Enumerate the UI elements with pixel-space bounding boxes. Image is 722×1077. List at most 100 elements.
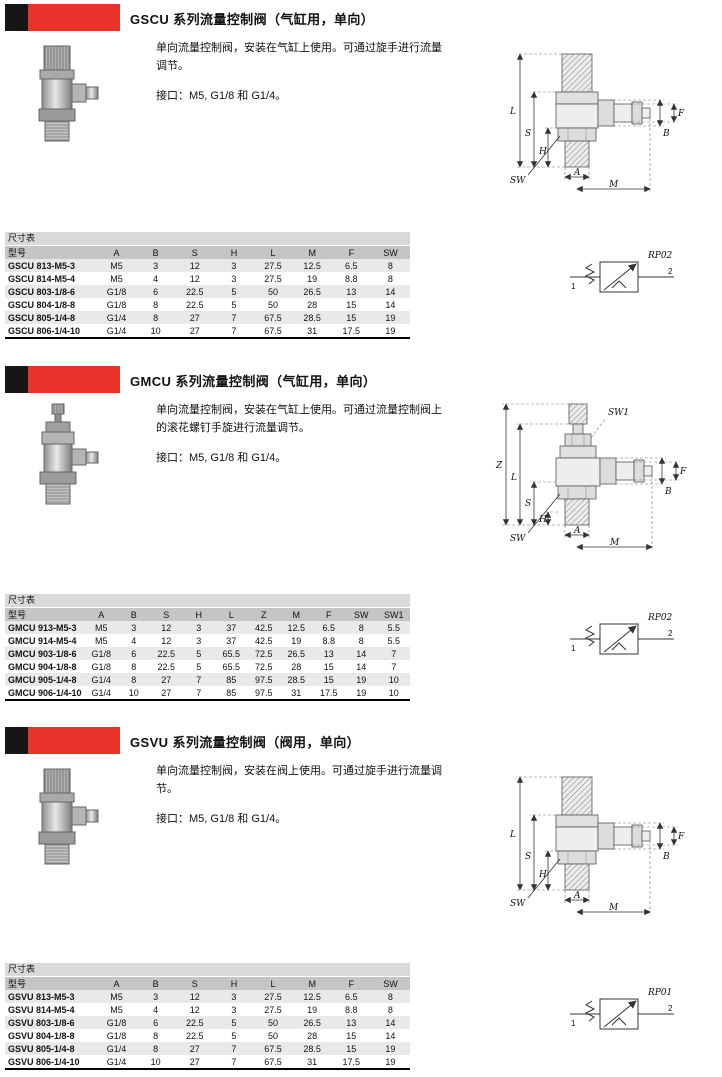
value-cell: 5 — [231, 1017, 237, 1028]
dim-label-M: M — [609, 538, 620, 548]
dim-label-H: H — [538, 147, 547, 157]
ports-text: 接口：M5, G1/8 和 G1/4。 — [156, 813, 287, 826]
symbol-port2: 2 — [668, 267, 673, 276]
value-cell: 12 — [189, 273, 200, 284]
value-cell: 7 — [231, 312, 237, 323]
model-cell: GSVU 813-M5-3 — [8, 991, 75, 1002]
dim-label-L: L — [509, 107, 516, 117]
value-cell: 6 — [131, 648, 137, 659]
value-cell: G1/8 — [106, 299, 127, 310]
value-cell: 22.5 — [157, 661, 176, 672]
value-cell: 72.5 — [254, 648, 273, 659]
value-cell: 17.5 — [319, 687, 338, 698]
value-cell: 7 — [196, 674, 202, 685]
value-cell: 67.5 — [264, 312, 282, 323]
model-cell: GSVU 814-M5-4 — [8, 1004, 75, 1015]
section-banner — [5, 366, 120, 393]
dim-label-Z: Z — [495, 461, 503, 471]
description-text: 单向流量控制阀，安装在气缸上使用。可通过旋手进行流量调节。 — [156, 42, 442, 72]
value-cell: 14 — [385, 299, 396, 310]
value-cell: 65.5 — [222, 648, 241, 659]
dim-label-F: F — [679, 467, 687, 477]
value-cell: G1/8 — [91, 661, 111, 672]
technical-drawing-svg: Z L S H SW SW1 A M B F — [495, 403, 687, 551]
value-cell: 5 — [231, 286, 237, 297]
value-cell: 13 — [346, 1017, 357, 1028]
value-cell: 27.5 — [264, 991, 282, 1002]
value-cell: G1/8 — [106, 1030, 127, 1041]
column-header: L — [228, 609, 234, 620]
value-cell: 31 — [307, 325, 318, 336]
value-cell: 6.5 — [322, 622, 335, 633]
dim-label-SW: SW — [510, 899, 526, 909]
value-cell: 12 — [161, 635, 172, 646]
column-header: 型号 — [8, 610, 27, 620]
value-cell: 12 — [161, 622, 172, 633]
product-photo-image — [38, 45, 99, 142]
value-cell: 42.5 — [254, 635, 273, 646]
value-cell: 50 — [268, 286, 279, 297]
column-header: L — [270, 978, 276, 989]
model-cell: GSVU 805-1/4-8 — [8, 1043, 75, 1054]
value-cell: 19 — [356, 687, 367, 698]
value-cell: 10 — [150, 325, 161, 336]
value-cell: 10 — [150, 1056, 161, 1067]
ports-text: 接口：M5, G1/8 和 G1/4。 — [156, 90, 287, 103]
value-cell: 19 — [385, 1056, 396, 1067]
value-cell: 19 — [291, 635, 302, 646]
model-cell: GMCU 906-1/4-10 — [8, 687, 82, 698]
banner-red-block — [28, 366, 120, 393]
description-text: 单向流量控制阀，安装在气缸上使用。可通过流量控制阀上的滚花螺钉手旋进行流量调节。 — [156, 404, 442, 434]
value-cell: 8 — [387, 273, 393, 284]
ports-text: 接口：M5, G1/8 和 G1/4。 — [156, 452, 287, 465]
model-cell: GMCU 914-M5-4 — [8, 635, 77, 646]
value-cell: 19 — [307, 273, 318, 284]
column-header: M — [308, 978, 316, 989]
value-cell: 97.5 — [254, 674, 273, 685]
model-cell: GSCU 806-1/4-10 — [8, 325, 81, 336]
value-cell: G1/4 — [91, 674, 111, 685]
symbol-code: RP01 — [647, 988, 672, 998]
value-cell: G1/4 — [106, 312, 127, 323]
symbol-code: RP02 — [647, 613, 673, 623]
value-cell: 97.5 — [254, 687, 273, 698]
value-cell: 6 — [153, 1017, 159, 1028]
value-cell: 8 — [153, 312, 159, 323]
pneumatic-symbol: RP02 1 2 — [556, 610, 686, 670]
value-cell: G1/4 — [106, 1043, 127, 1054]
column-header: B — [130, 609, 137, 620]
dim-label-A: A — [573, 891, 581, 901]
banner-black-block — [5, 4, 28, 31]
value-cell: 4 — [153, 273, 159, 284]
value-cell: 27 — [189, 1056, 200, 1067]
value-cell: 7 — [231, 1056, 237, 1067]
value-cell: 14 — [356, 661, 367, 672]
banner-red-block — [28, 4, 120, 31]
column-header: 型号 — [8, 248, 27, 258]
value-cell: 12 — [189, 991, 200, 1002]
dim-label-L: L — [510, 473, 517, 483]
dim-label-S: S — [525, 129, 531, 139]
value-cell: 22.5 — [186, 286, 204, 297]
column-header: SW1 — [383, 609, 404, 620]
section-banner — [5, 727, 120, 754]
value-cell: M5 — [94, 622, 108, 633]
value-cell: 15 — [323, 674, 334, 685]
value-cell: 7 — [391, 661, 397, 672]
value-cell: 27 — [161, 687, 172, 698]
value-cell: 15 — [323, 661, 334, 672]
value-cell: 37 — [226, 635, 237, 646]
value-cell: 3 — [153, 260, 159, 271]
value-cell: M5 — [110, 260, 123, 271]
value-cell: 5.5 — [387, 622, 400, 633]
value-cell: 19 — [385, 1043, 396, 1054]
technical-drawing: Z L S H SW SW1 A M B F — [448, 398, 698, 603]
